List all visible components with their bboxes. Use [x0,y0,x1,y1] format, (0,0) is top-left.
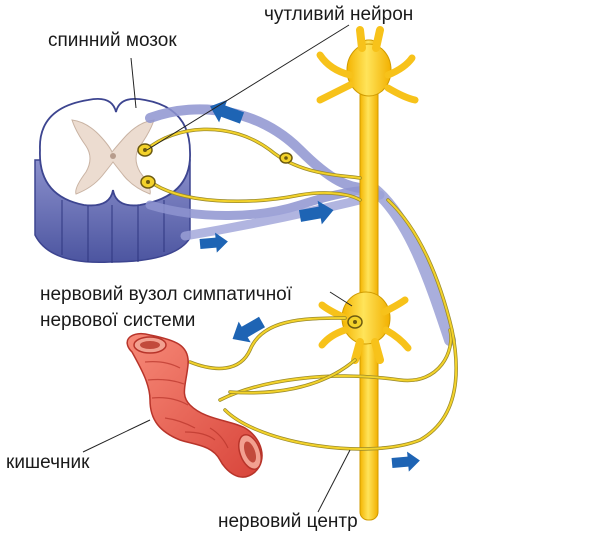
sympathetic-trunk [316,26,419,521]
arrow-icon [298,200,334,225]
label-spinal-cord: спинний мозок [48,30,177,51]
spinal-nerve [145,104,456,346]
arrow-icon [199,232,228,253]
spinal-cord [34,97,191,264]
label-ganglion-line1: нервовий вузол симпатичної [40,284,293,305]
neuron-bodies [137,143,363,329]
label-sensory-neuron: чутливий нейрон [264,4,414,25]
label-ganglion-line2: нервової системи [40,310,196,331]
label-nerve-center: нервовий центр [218,511,358,532]
leader-lines [82,24,353,513]
nerve-fibers [144,127,458,451]
arrow-icon [232,316,265,343]
intestine [126,333,263,478]
arrow-icon [391,451,420,472]
label-intestine: кишечник [6,452,90,473]
